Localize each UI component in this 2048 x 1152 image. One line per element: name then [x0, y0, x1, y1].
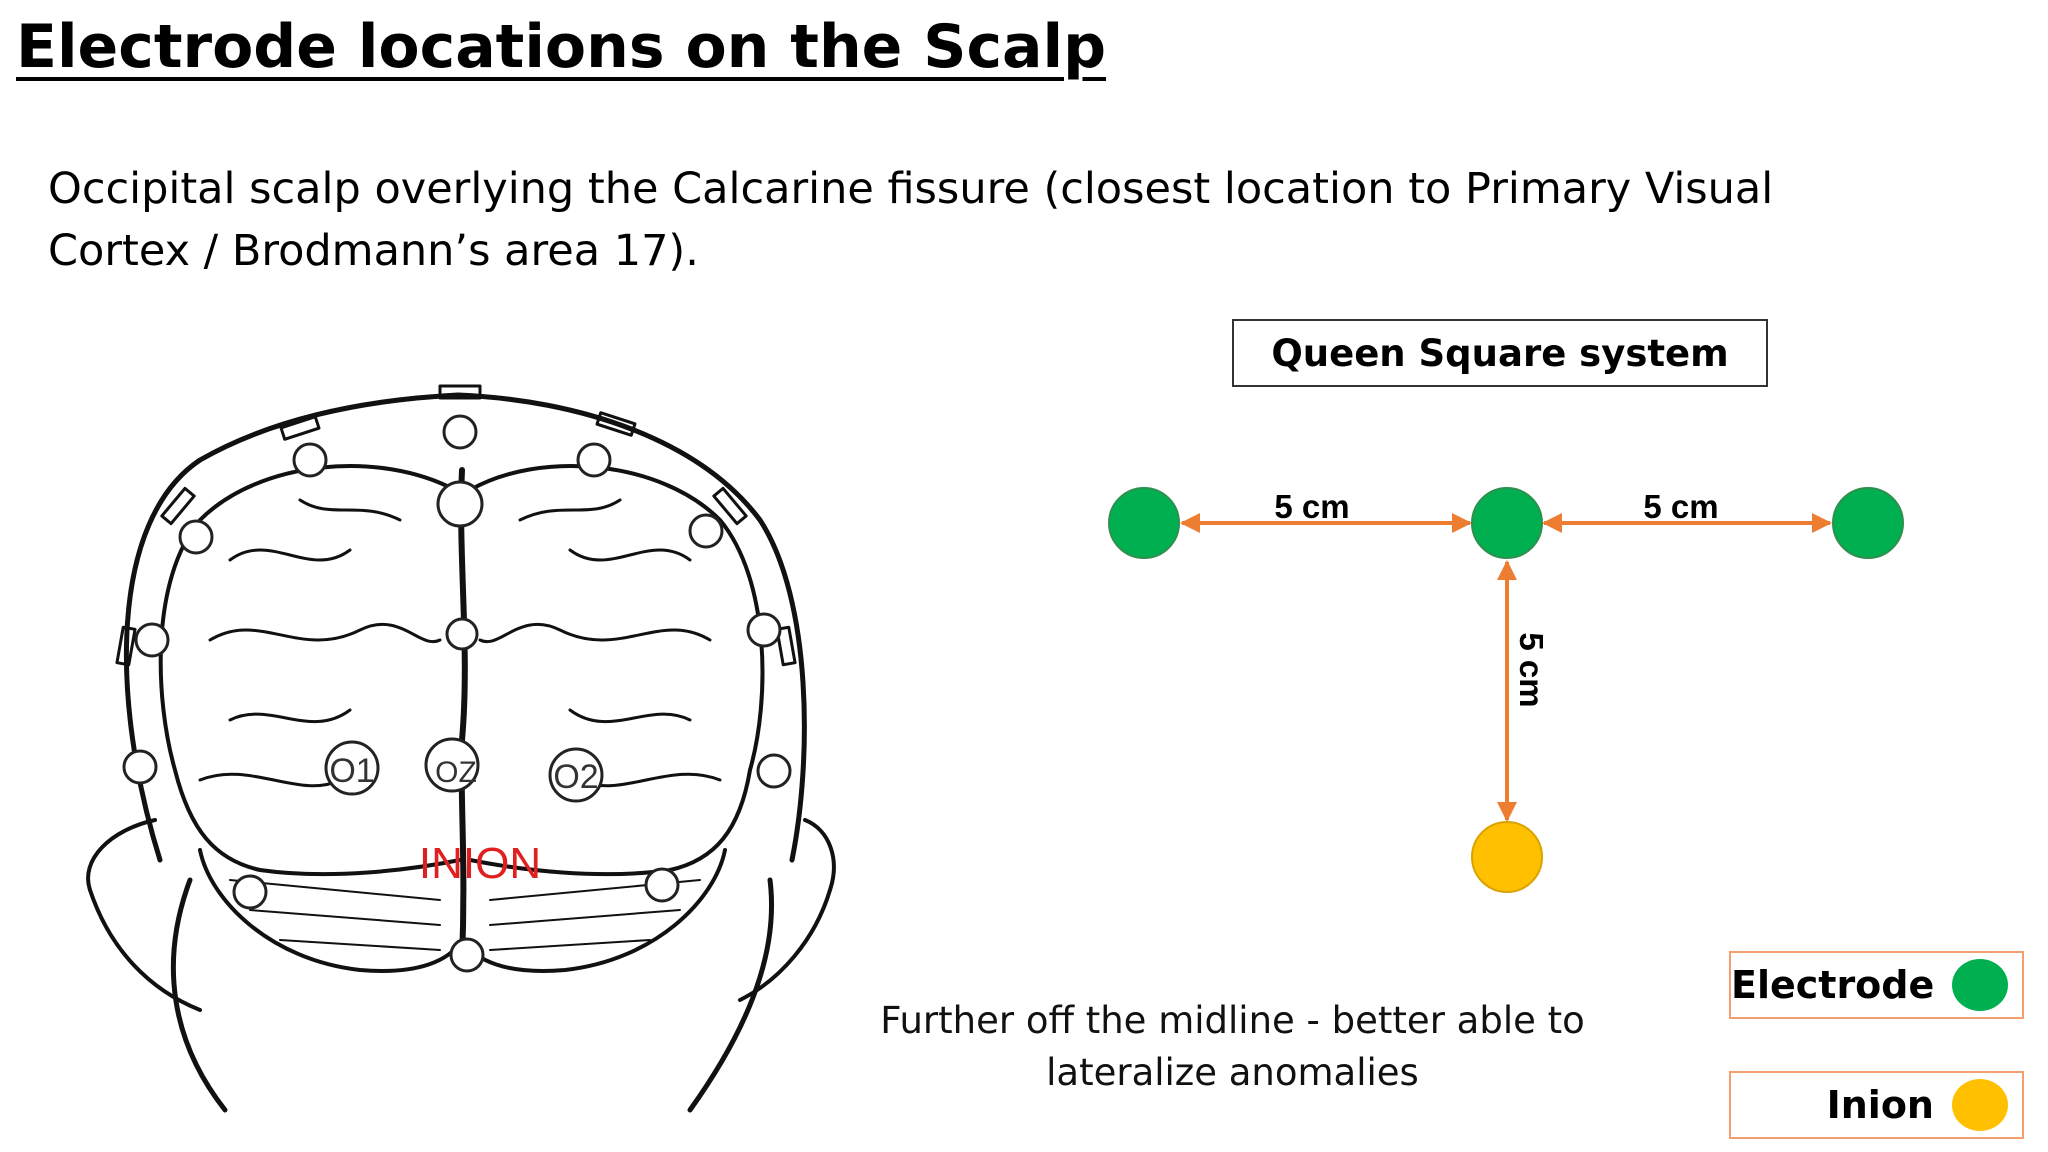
electrode-center-dot	[1471, 487, 1543, 559]
head-electrode	[445, 617, 479, 651]
head-electrode	[436, 480, 484, 528]
legend-inion: Inion	[1729, 1071, 2024, 1139]
electrode-oz	[424, 737, 480, 793]
page-title: Electrode locations on the Scalp	[16, 12, 1107, 82]
caption-text: Further off the midline - better able to…	[880, 999, 1585, 1094]
gyri-left	[198, 498, 442, 788]
electrode-o2	[548, 747, 604, 803]
head-electrode	[449, 937, 485, 973]
label-o1: O1	[329, 752, 374, 790]
neck-left	[170, 877, 228, 1113]
head-electrode	[688, 513, 724, 549]
label-inion: INION	[419, 839, 541, 888]
distance-right-label: 5 cm	[1643, 488, 1718, 525]
cerebellum-folia	[229, 879, 701, 951]
scalp-tab	[160, 486, 196, 526]
head-electrode	[292, 442, 328, 478]
scalp-tab	[115, 625, 137, 667]
ear-left	[86, 818, 202, 1012]
legend-electrode-label: Electrode	[1731, 963, 1935, 1007]
queen-square-title-box: Queen Square system	[1232, 319, 1768, 387]
label-o2: O2	[553, 758, 598, 796]
neck-right	[687, 877, 775, 1113]
cerebellum-left	[198, 848, 464, 973]
queen-square-diagram: 5 cm 5 cm 5 cm	[1108, 487, 1904, 893]
cortex-right-hemisphere	[468, 464, 765, 877]
queen-square-title: Queen Square system	[1271, 331, 1729, 375]
cortex-left-hemisphere	[158, 464, 462, 877]
scalp-outline	[123, 392, 807, 863]
distance-vertical-label: 5 cm	[1513, 632, 1550, 707]
head-electrode	[122, 749, 158, 785]
gyri-right	[478, 498, 722, 788]
electrode-o1	[324, 740, 380, 796]
ear-right	[738, 818, 836, 1002]
legend-electrode: Electrode	[1729, 951, 2024, 1019]
label-oz: OZ	[435, 756, 477, 789]
head-electrode	[178, 519, 214, 555]
scalp-tab	[712, 486, 748, 526]
head-electrode	[644, 867, 680, 903]
scalp-tab	[775, 625, 797, 667]
head-electrodes	[122, 414, 792, 973]
inion-dot	[1471, 821, 1543, 893]
cerebellum-right	[460, 848, 727, 973]
scalp-tab	[595, 411, 637, 437]
legend-electrode-swatch	[1952, 959, 2008, 1011]
head-electrode	[232, 874, 268, 910]
electrode-right-dot	[1832, 487, 1904, 559]
scalp-tab	[279, 415, 321, 441]
legend-inion-label: Inion	[1826, 1083, 1934, 1127]
subtitle-text: Occipital scalp overlying the Calcarine …	[48, 164, 1774, 276]
legend-inion-swatch	[1952, 1079, 2008, 1131]
head-electrode	[576, 442, 612, 478]
scalp-tab	[438, 384, 482, 400]
head-electrode	[134, 622, 170, 658]
head-electrode	[756, 753, 792, 789]
electrode-left-dot	[1108, 487, 1180, 559]
head-electrode	[442, 414, 478, 450]
head-electrode	[746, 612, 782, 648]
distance-left-label: 5 cm	[1274, 488, 1349, 525]
